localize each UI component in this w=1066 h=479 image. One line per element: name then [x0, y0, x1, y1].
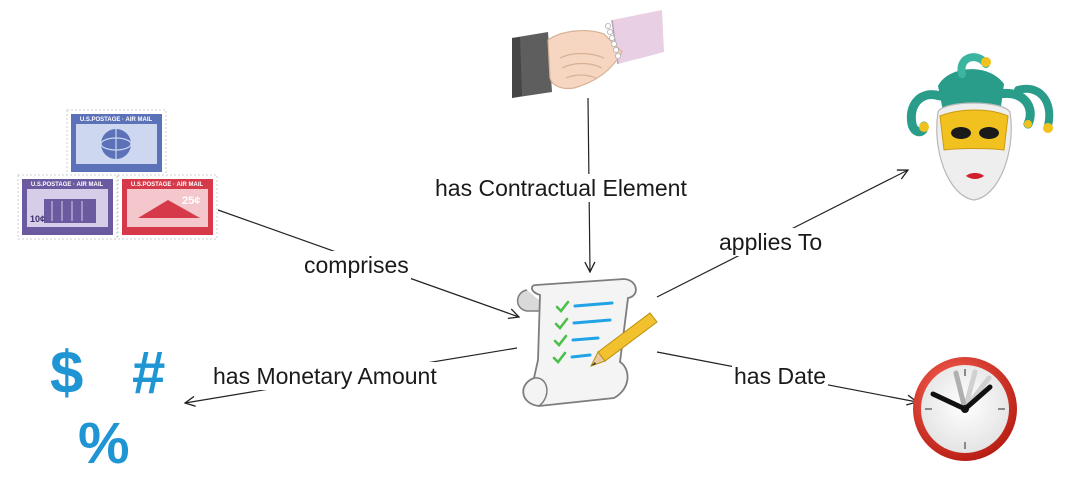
stamp-left-value: 10¢	[30, 214, 45, 224]
edge-label-has-contractual-element: has Contractual Element	[433, 174, 689, 202]
stamp-right: U.S.POSTAGE · AIR MAIL 25¢	[117, 174, 218, 240]
edge-label-has-monetary-amount: has Monetary Amount	[211, 362, 439, 390]
pencil-icon	[589, 312, 658, 367]
stamp-right-value: 25¢	[182, 195, 200, 207]
handshake-icon	[512, 10, 664, 98]
money-symbols-icon: $ # %	[40, 335, 190, 475]
edge-label-comprises: comprises	[302, 251, 411, 279]
clock-icon	[913, 357, 1017, 461]
dollar-symbol: $	[50, 339, 84, 406]
stamp-left: U.S.POSTAGE · AIR MAIL 10¢	[17, 174, 118, 240]
jester-mask-icon	[906, 53, 1054, 201]
stamp-right-header: U.S.POSTAGE · AIR MAIL	[131, 182, 204, 188]
hash-symbol: #	[132, 339, 166, 406]
stamp-top: U.S.POSTAGE · AIR MAIL	[66, 109, 167, 177]
percent-symbol: %	[78, 411, 130, 476]
contract-scroll-icon	[516, 278, 658, 407]
edge-label-applies-to: applies To	[717, 228, 825, 256]
edge-label-has-date: has Date	[732, 362, 829, 390]
postage-stamps-icon: U.S.POSTAGE · AIR MAIL U.S.POSTAGE · AIR…	[17, 109, 218, 240]
stamp-left-header: U.S.POSTAGE · AIR MAIL	[31, 182, 104, 188]
stamp-top-header: U.S.POSTAGE · AIR MAIL	[80, 117, 153, 123]
